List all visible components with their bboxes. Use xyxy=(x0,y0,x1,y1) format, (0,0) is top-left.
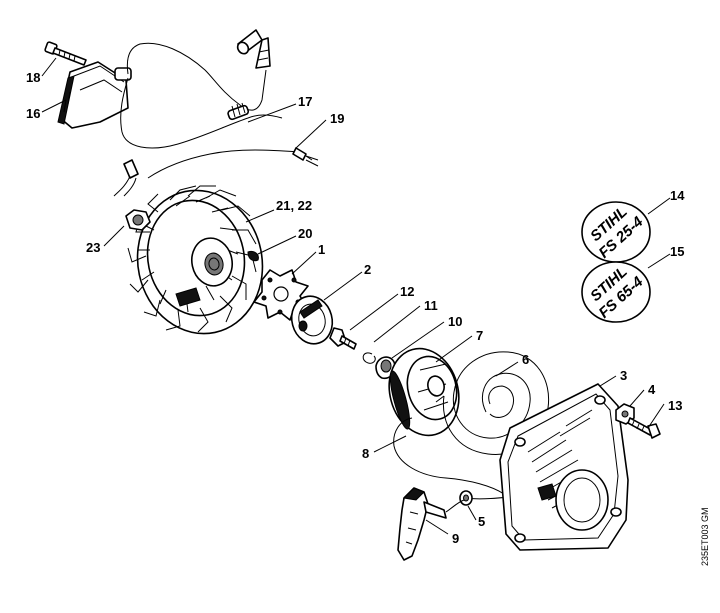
label-part-2: 2 xyxy=(364,262,371,277)
label-part-17: 17 xyxy=(298,94,312,109)
label-part-18: 18 xyxy=(26,70,40,85)
flywheel xyxy=(127,185,264,335)
label-part-13: 13 xyxy=(668,398,682,413)
ignition-screw xyxy=(44,41,87,66)
fan-housing xyxy=(499,383,629,551)
label-part-1: 1 xyxy=(318,242,325,257)
label-part-19: 19 xyxy=(330,111,344,126)
rope-rotor xyxy=(388,347,460,437)
leader-lines xyxy=(41,57,671,535)
label-part-5: 5 xyxy=(478,514,485,529)
decal-fs25-4: STIHL FS 25-4 xyxy=(581,201,651,263)
decal-fs65-4: STIHL FS 65-4 xyxy=(581,261,651,323)
label-part-23: 23 xyxy=(86,240,100,255)
short-circuit-wire xyxy=(113,147,319,197)
label-part-3: 3 xyxy=(620,368,627,383)
label-part-12: 12 xyxy=(400,284,414,299)
rope-grommet xyxy=(459,490,473,506)
label-part-7: 7 xyxy=(476,328,483,343)
label-part-6: 6 xyxy=(522,352,529,367)
label-part-21-22: 21, 22 xyxy=(276,198,312,213)
woodruff-key xyxy=(247,251,259,262)
label-part-14: 14 xyxy=(670,188,685,203)
diagram-code: 235ET003 GM xyxy=(700,507,710,566)
label-part-10: 10 xyxy=(448,314,462,329)
pawl-screw xyxy=(329,327,357,350)
label-part-20: 20 xyxy=(298,226,312,241)
ignition-lead xyxy=(120,29,283,149)
label-part-8: 8 xyxy=(362,446,369,461)
ignition-module xyxy=(57,61,132,129)
starter-grip xyxy=(397,487,465,561)
label-part-9: 9 xyxy=(452,531,459,546)
label-part-16: 16 xyxy=(26,106,40,121)
starter-pawl xyxy=(290,295,334,345)
flywheel-nut xyxy=(125,209,151,231)
housing-screw xyxy=(627,417,661,439)
part-number-labels: 18 16 17 19 21, 22 20 1 2 12 11 10 7 6 3… xyxy=(26,70,685,546)
spring-clip xyxy=(362,352,376,364)
label-part-15: 15 xyxy=(670,244,684,259)
label-part-4: 4 xyxy=(648,382,656,397)
label-part-11: 11 xyxy=(424,298,438,313)
